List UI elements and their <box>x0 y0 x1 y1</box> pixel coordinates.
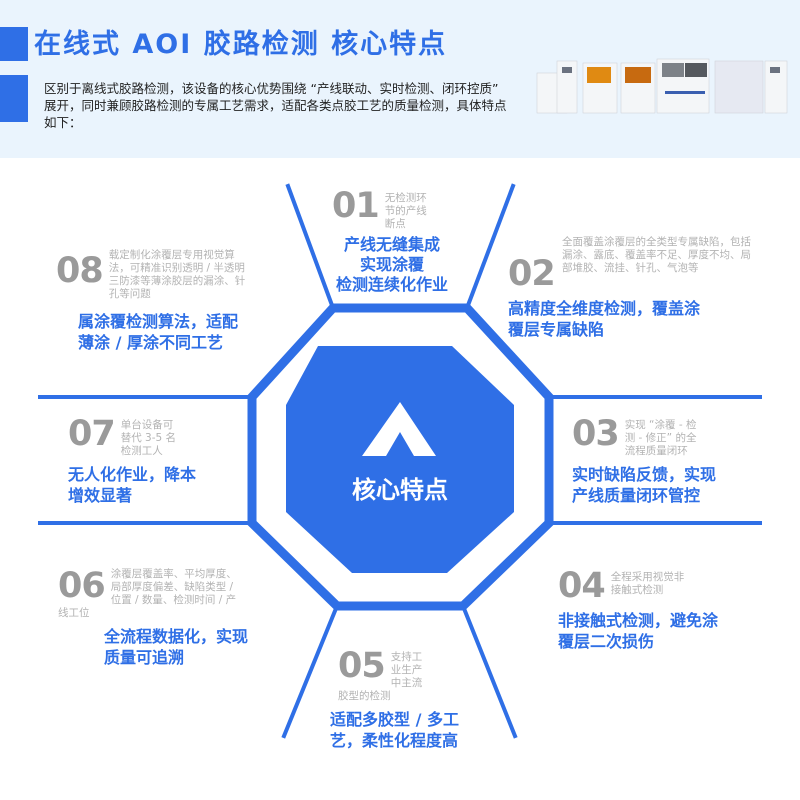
feature-headline: 无人化作业，降本 增效显著 <box>68 465 197 505</box>
feature-01: 01 无检测环节的产线断点 产线无缝集成 实现涂覆 检测连续化作业 <box>332 188 482 295</box>
feature-description: 载定制化涂覆层专用视觉算法，可精准识别透明 / 半透明三防漆等薄涂胶层的漏涂、针… <box>108 249 246 300</box>
intro-accent-bar <box>0 75 28 122</box>
feature-description: 实现 “涂覆 - 检测 - 修正” 的全流程质量闭环 <box>624 419 697 457</box>
intro-text: 区别于离线式胶路检测，该设备的核心优势围绕 “产线联动、实时检测、闭环控质” 展… <box>44 81 507 130</box>
center-octagon <box>286 346 514 573</box>
feature-description: 全程采用视觉非接触式检测 <box>610 571 685 596</box>
feature-07: 07 单台设备可替代 3-5 名检测工人 无人化作业，降本 增效显著 <box>68 416 248 506</box>
feature-04: 04 全程采用视觉非接触式检测 非接触式检测，避免涂 覆层二次损伤 <box>558 568 758 652</box>
feature-number: 08 <box>56 251 104 291</box>
feature-03: 03 实现 “涂覆 - 检测 - 修正” 的全流程质量闭环 实时缺陷反馈，实现 … <box>572 416 762 506</box>
feature-description: 涂覆层覆盖率、平均厚度、局部厚度偏差、缺陷类型 / 位置 / 数量、检测时间 /… <box>58 568 237 619</box>
feature-number: 06 <box>58 566 106 606</box>
feature-headline: 属涂覆检测算法，适配 薄涂 / 厚涂不同工艺 <box>78 312 239 352</box>
feature-description: 全面覆盖涂覆层的全类型专属缺陷，包括漏涂、露底、覆盖率不足、厚度不均、局部堆胶、… <box>562 236 751 274</box>
feature-number: 03 <box>572 414 620 454</box>
page-title: 在线式 AOI 胶路检测 核心特点 <box>34 29 448 60</box>
feature-number: 07 <box>68 414 116 454</box>
feature-headline: 产线无缝集成 实现涂覆 检测连续化作业 <box>335 235 448 294</box>
feature-06: 06 涂覆层覆盖率、平均厚度、局部厚度偏差、缺陷类型 / 位置 / 数量、检测时… <box>58 568 298 668</box>
feature-headline: 实时缺陷反馈，实现 产线质量闭环管控 <box>572 465 717 505</box>
feature-description: 支持工业生产中主流胶型的检测 <box>338 651 423 702</box>
feature-headline: 全流程数据化，实现 质量可追溯 <box>104 627 249 667</box>
caret-up-icon <box>362 402 436 456</box>
feature-description: 无检测环节的产线断点 <box>384 192 427 230</box>
aoi-production-line-image <box>536 58 788 114</box>
title-accent-bar <box>0 27 28 61</box>
feature-headline: 适配多胶型 / 多工 艺，柔性化程度高 <box>330 710 459 750</box>
feature-08: 08 载定制化涂覆层专用视觉算法，可精准识别透明 / 半透明三防漆等薄涂胶层的漏… <box>56 249 306 353</box>
feature-number: 01 <box>332 186 380 226</box>
feature-number: 05 <box>338 646 386 686</box>
feature-number: 04 <box>558 566 606 606</box>
feature-description: 单台设备可替代 3-5 名检测工人 <box>120 419 177 457</box>
feature-headline: 非接触式检测，避免涂 覆层二次损伤 <box>558 611 719 651</box>
header-banner: 在线式 AOI 胶路检测 核心特点 区别于离线式胶路检测，该设备的核心优势围绕 … <box>0 0 800 158</box>
feature-number: 02 <box>508 254 556 294</box>
feature-05: 05 支持工业生产中主流胶型的检测 适配多胶型 / 多工 艺，柔性化程度高 <box>330 646 508 751</box>
feature-02: 02 全面覆盖涂覆层的全类型专属缺陷，包括漏涂、露底、覆盖率不足、厚度不均、局部… <box>508 236 758 340</box>
center-label: 核心特点 <box>352 476 448 504</box>
feature-headline: 高精度全维度检测，覆盖涂 覆层专属缺陷 <box>508 299 701 339</box>
